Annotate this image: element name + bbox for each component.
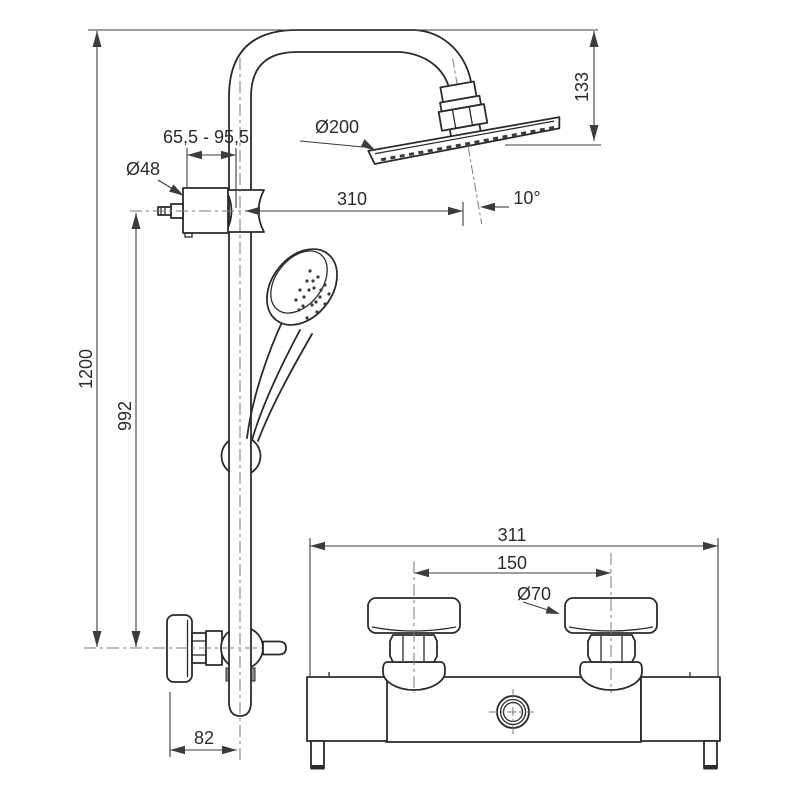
mixer-endcap-left (306, 676, 388, 742)
dim-label-knob-diameter: Ø70 (517, 584, 551, 604)
dim-inlet-distance: 150 (414, 553, 611, 578)
dim-head-angle: 10° (480, 188, 541, 212)
mixer-endcap-right (640, 676, 721, 742)
dim-label-slider-range: 65,5 - 95,5 (163, 127, 249, 147)
hand-shower (246, 248, 338, 442)
mixer-leg-left (310, 740, 325, 769)
dim-label-head-height: 133 (572, 72, 592, 102)
mixer-leg-right (703, 740, 718, 769)
dim-head-projection: 310 (245, 189, 464, 226)
dim-hose-height: 992 (115, 213, 141, 647)
dim-head-diameter: Ø200 (299, 117, 376, 151)
mixer-front-view (306, 597, 721, 770)
dim-mixer-width: 311 (309, 525, 719, 676)
dimensions: 1200 992 65,5 - 95,5 Ø48 Ø20 (76, 29, 719, 757)
overhead-shower-assembly (367, 58, 561, 225)
dim-label-riser-height: 1200 (76, 349, 96, 389)
dim-label-inlet-distance: 150 (497, 553, 527, 573)
dim-label-head-projection: 310 (337, 189, 367, 209)
shower-head-nozzles (380, 125, 555, 162)
dim-wall-distance: 82 (169, 692, 237, 757)
mixer-handle-stub (262, 640, 287, 656)
slider-bracket (157, 187, 265, 238)
dim-head-height: 133 (505, 31, 601, 146)
dim-label-hose-height: 992 (115, 401, 135, 431)
dim-knob-diameter: Ø70 (517, 584, 560, 614)
handshower-spray-face (294, 269, 331, 320)
dim-riser-height: 1200 (76, 31, 102, 647)
dim-label-mixer-width: 311 (498, 525, 527, 545)
dim-slider-range: 65,5 - 95,5 (163, 127, 249, 208)
dim-label-slider-diameter: Ø48 (126, 159, 160, 179)
dim-label-head-angle: 10° (513, 188, 540, 208)
handshower-head (266, 248, 338, 326)
dim-label-wall-distance: 82 (194, 728, 214, 748)
dim-label-head-diameter: Ø200 (315, 117, 359, 137)
dim-slider-diameter: Ø48 (126, 159, 184, 196)
